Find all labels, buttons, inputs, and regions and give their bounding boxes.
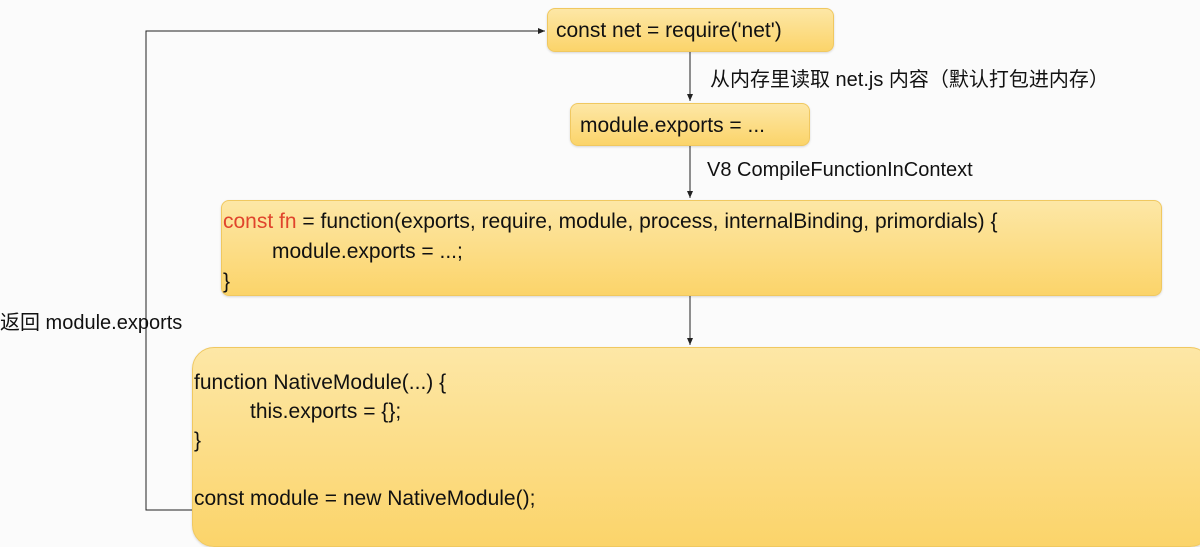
fn-body: module.exports = ...; [272,240,463,263]
native-line2: this.exports = {}; [250,400,402,423]
exports-node: module.exports = ... [570,103,810,146]
native-line1: function NativeModule(...) { [194,371,447,394]
native-module-node: function NativeModule(...) { this.export… [192,347,1200,547]
fn-signature: = function(exports, require, module, pro… [296,210,998,233]
require-text: const net = require('net') [556,19,782,42]
exports-text: module.exports = ... [580,114,766,137]
native-line3: } [194,429,202,452]
return-label: 返回 module.exports [0,312,183,334]
fn-line1: const fn = function(exports, require, mo… [223,211,997,232]
fn-keyword: const fn [223,210,297,233]
require-node: const net = require('net') [547,8,834,52]
read-label: 从内存里读取 net.js 内容（默认打包进内存） [710,69,1109,91]
native-line4: const module = new NativeModule(); [194,487,536,510]
connectors [145,28,693,511]
fn-node: const fn = function(exports, require, mo… [221,200,1162,296]
arrow-return-loop [145,28,545,511]
fn-close: } [223,270,231,293]
compile-label: V8 CompileFunctionInContext [707,159,973,181]
